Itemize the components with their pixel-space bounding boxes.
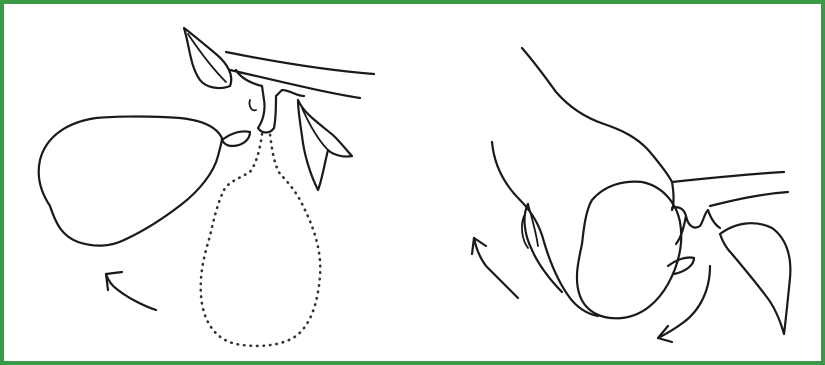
hand-finger-crease <box>528 204 538 246</box>
hanging-pear-dotted <box>201 134 321 346</box>
fruit-spur-bud <box>249 100 256 110</box>
left-panel <box>39 28 374 346</box>
cupped-fruit-stalk <box>668 257 694 274</box>
right-panel <box>472 48 790 342</box>
branch-upper-line <box>226 52 374 74</box>
hanging-leaf <box>298 100 352 190</box>
right-branch-upper <box>672 172 784 182</box>
right-branch-lower <box>710 192 788 206</box>
right-panel-up-arrow <box>474 238 518 298</box>
hand-finger-curl <box>525 204 562 292</box>
right-leaf <box>720 223 790 334</box>
left-curved-arrow <box>106 274 156 310</box>
right-fruit-spur <box>672 207 720 244</box>
raised-pear <box>39 117 222 246</box>
fruit-picking-illustration <box>4 4 825 365</box>
hand-thumb-outline <box>492 142 598 316</box>
raised-pear-stalk <box>222 131 250 146</box>
cupped-fruit <box>577 182 681 319</box>
